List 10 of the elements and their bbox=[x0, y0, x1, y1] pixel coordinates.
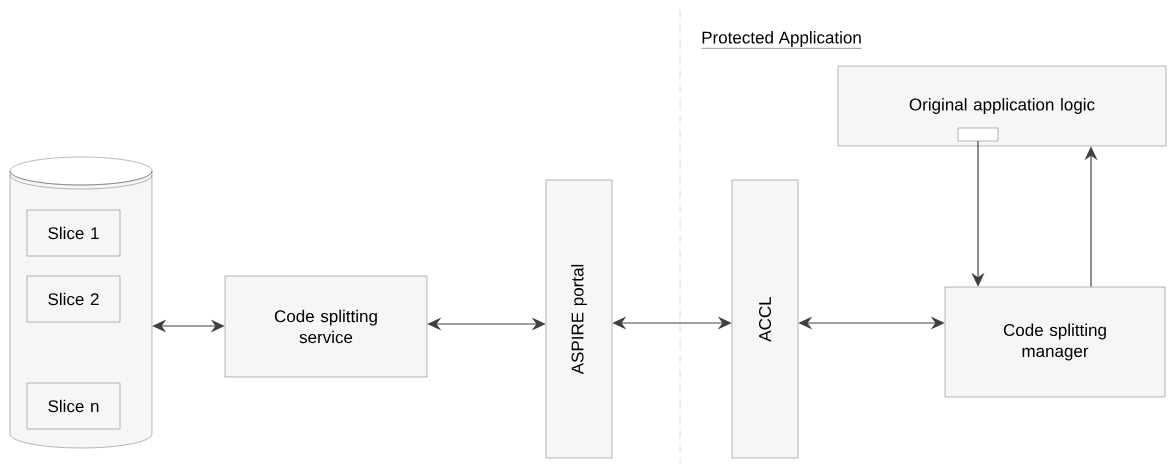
application-box: Original application logic bbox=[837, 65, 1167, 147]
portal-box: ASPIRE portal bbox=[545, 179, 613, 459]
slice-box: Slice 1 bbox=[26, 209, 121, 257]
section-heading: Protected Application bbox=[701, 31, 863, 49]
slice-box: Slice n bbox=[26, 382, 121, 430]
service-box: Code splitting service bbox=[224, 275, 428, 378]
port-box bbox=[957, 127, 999, 142]
manager-box: Code splitting manager bbox=[944, 286, 1166, 398]
slice-box: Slice 2 bbox=[26, 275, 121, 323]
component-box: ACCL bbox=[731, 179, 799, 459]
